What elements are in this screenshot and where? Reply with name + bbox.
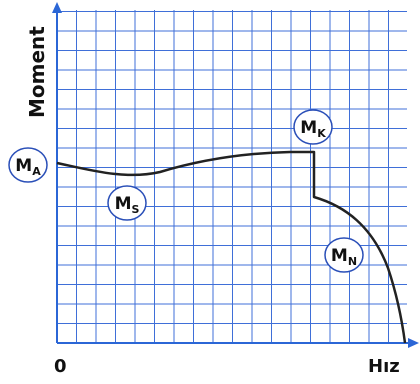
point-ma: MA xyxy=(8,147,48,183)
point-mn-label: MN xyxy=(331,246,357,268)
point-ms: MS xyxy=(107,185,147,221)
point-ms-bubble xyxy=(107,185,147,221)
point-mk-label: MK xyxy=(300,118,326,140)
point-mk: MK xyxy=(293,109,333,145)
torque-curve xyxy=(56,150,407,344)
point-ma-label: MA xyxy=(15,156,41,178)
x-axis-arrow xyxy=(408,338,419,348)
point-mn-bubble xyxy=(324,237,364,273)
y-axis-arrow xyxy=(52,2,62,13)
point-ms-label: MS xyxy=(115,194,140,216)
grid xyxy=(57,10,407,343)
y-axis-label: Moment xyxy=(25,26,49,118)
point-mn: MN xyxy=(324,237,364,273)
origin-label: 0 xyxy=(54,356,67,377)
point-ma-bubble xyxy=(8,147,48,183)
x-axis-label: Hız xyxy=(368,356,400,377)
point-mk-bubble xyxy=(293,109,333,145)
